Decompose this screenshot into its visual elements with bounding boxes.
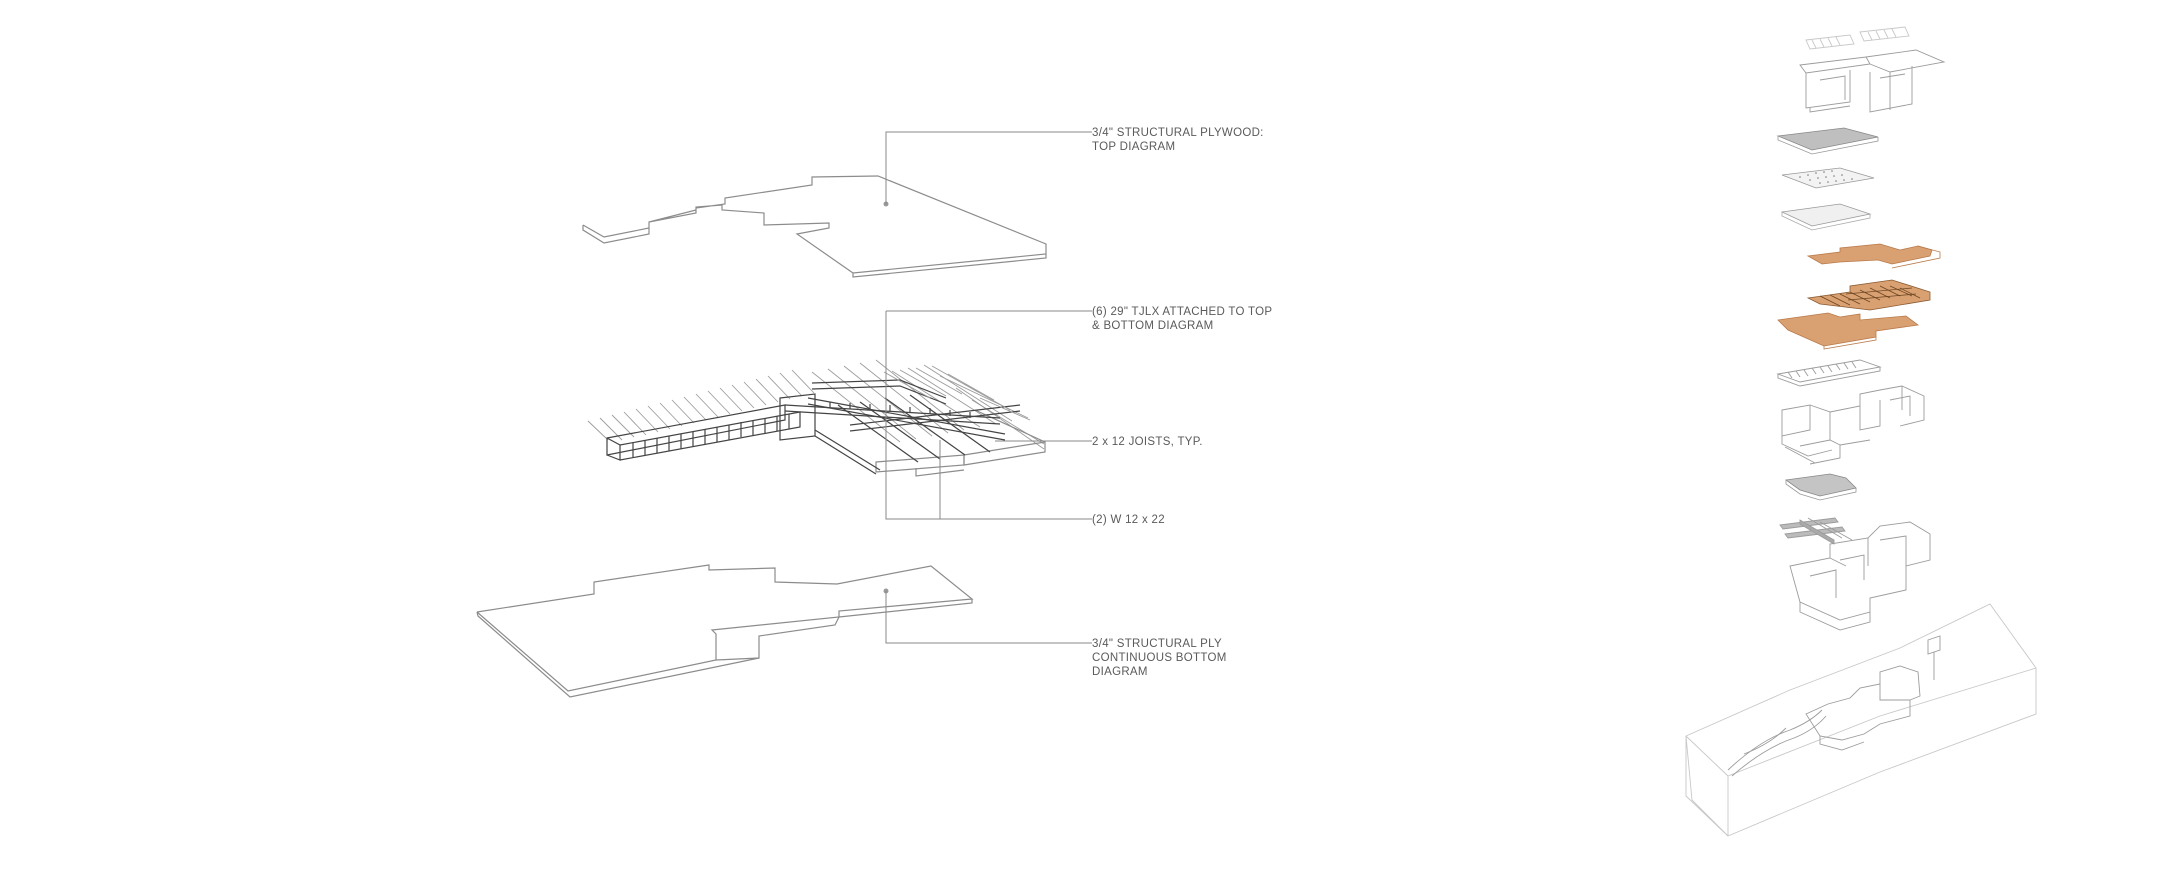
insulation-layer-2	[1780, 203, 1872, 231]
bottom-plywood-diaphragm	[476, 564, 974, 698]
callout-label: & BOTTOM DIAGRAM	[1092, 320, 1214, 332]
wood-bottom-layer	[1777, 312, 1920, 350]
subfloor-joists-layer	[1776, 359, 1882, 387]
walls-layer	[1781, 385, 1925, 465]
site-building-layer	[1727, 635, 1941, 777]
callout-beams: (2) W 12 x 22	[1092, 514, 1165, 526]
callout-label: DIAGRAM	[1092, 666, 1148, 678]
leader-lines	[885, 131, 1092, 644]
mid-slab-layer	[1784, 473, 1857, 501]
callout-top-plywood: 3/4" STRUCTURAL PLYWOOD: TOP DIAGRAM	[1092, 127, 1264, 153]
callout-label: 2 x 12 JOISTS, TYP.	[1092, 436, 1203, 448]
lower-walls-layer	[1789, 521, 1931, 631]
insulation-layer-1	[1781, 167, 1875, 189]
callout-label: TOP DIAGRAM	[1092, 141, 1175, 153]
callout-bottom-plywood: 3/4" STRUCTURAL PLY CONTINUOUS BOTTOM DI…	[1092, 638, 1227, 678]
exploded-building-stack	[1685, 26, 2037, 837]
callout-label: (6) 29" TJLX ATTACHED TO TOP	[1092, 306, 1272, 318]
wood-top-plate	[1806, 243, 1933, 265]
top-plywood-diaphragm	[582, 175, 1047, 278]
callout-label: 3/4" STRUCTURAL PLY	[1092, 638, 1222, 650]
steel-beams-layer	[1779, 517, 1853, 545]
callout-label: 3/4" STRUCTURAL PLYWOOD:	[1092, 127, 1264, 139]
upper-house-layer	[1799, 49, 1946, 113]
callout-tjlx: (6) 29" TJLX ATTACHED TO TOP & BOTTOM DI…	[1092, 306, 1272, 332]
roof-rafters-layer	[1805, 26, 1910, 50]
callout-label: (2) W 12 x 22	[1092, 514, 1165, 526]
ceiling-layer	[1776, 127, 1879, 155]
site-terrain-layer	[1685, 603, 2037, 837]
callout-label: CONTINUOUS BOTTOM	[1092, 652, 1227, 664]
floor-framing	[587, 359, 1046, 477]
callout-joists: 2 x 12 JOISTS, TYP.	[1092, 436, 1203, 448]
wood-top-layer	[1806, 243, 1941, 269]
wood-framing-layer	[1806, 279, 1931, 311]
